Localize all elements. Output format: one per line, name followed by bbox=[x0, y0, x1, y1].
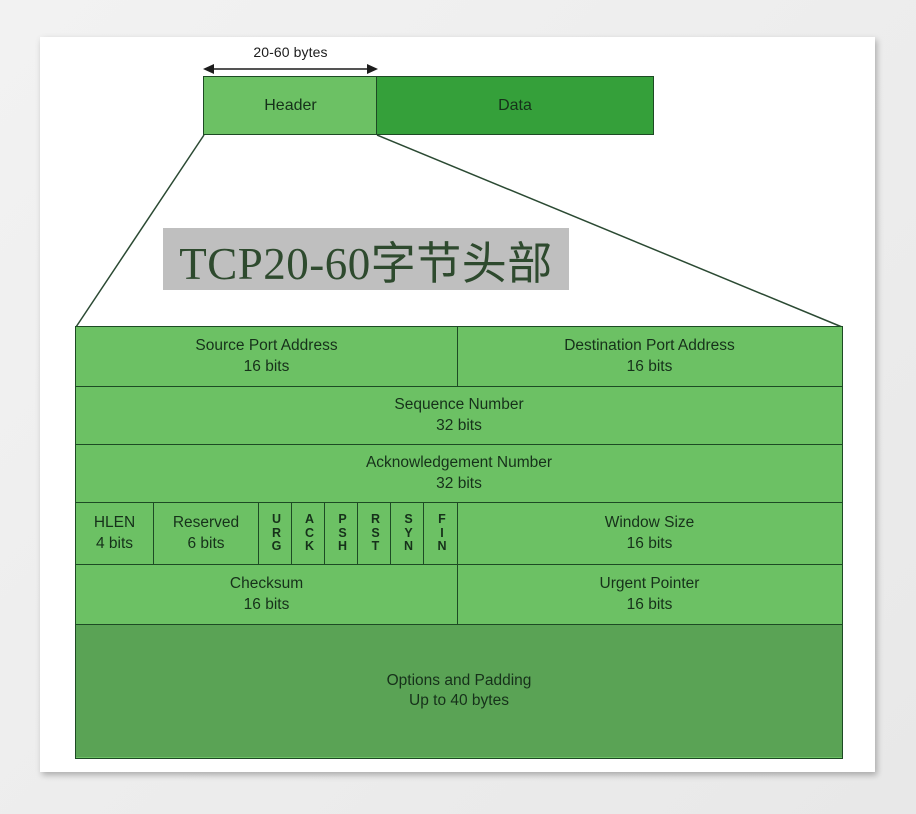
page-title: TCP20-60字节头部 bbox=[179, 238, 553, 289]
table-row-flags: HLEN 4 bits Reserved 6 bits U R G A C K … bbox=[76, 503, 842, 565]
table-row-sequence: Sequence Number 32 bits bbox=[76, 387, 842, 445]
window-size-bits: 16 bits bbox=[626, 534, 673, 552]
cell-window-size: Window Size 16 bits bbox=[458, 503, 841, 564]
data-segment-label: Data bbox=[498, 96, 532, 114]
dimension-annotation: 20-60 bytes bbox=[203, 44, 378, 78]
cell-flag-syn: S Y N bbox=[391, 503, 424, 564]
flag-rst-letter-3: T bbox=[371, 539, 380, 554]
header-segment-box: Header bbox=[203, 76, 378, 135]
flag-psh-letter-2: S bbox=[338, 525, 347, 540]
cell-source-port: Source Port Address 16 bits bbox=[76, 327, 458, 386]
dimension-label: 20-60 bytes bbox=[253, 44, 328, 60]
flag-ack-letter-1: A bbox=[304, 512, 315, 527]
options-size: Up to 40 bytes bbox=[409, 692, 509, 709]
cell-destination-port: Destination Port Address 16 bits bbox=[458, 327, 841, 386]
cell-flag-urg: U R G bbox=[259, 503, 292, 564]
flag-urg-letter-1: U bbox=[271, 512, 282, 527]
source-port-title: Source Port Address bbox=[195, 337, 338, 355]
hlen-title: HLEN bbox=[93, 514, 136, 532]
source-port-bits: 16 bits bbox=[243, 357, 290, 375]
cell-checksum: Checksum 16 bits bbox=[76, 565, 458, 624]
flag-fin-letter-3: N bbox=[437, 539, 447, 554]
double-arrow-icon bbox=[203, 64, 378, 74]
reserved-title: Reserved bbox=[172, 514, 240, 532]
header-segment-label: Header bbox=[264, 96, 317, 114]
flag-ack-letter-2: C bbox=[304, 525, 315, 540]
flag-syn-letter-1: S bbox=[404, 512, 413, 527]
flag-fin-letter-2: I bbox=[440, 525, 444, 540]
table-row-ports: Source Port Address 16 bits Destination … bbox=[76, 327, 842, 387]
sequence-number-title: Sequence Number bbox=[394, 396, 524, 414]
flag-syn-letter-2: Y bbox=[404, 525, 413, 540]
table-row-acknowledgement: Acknowledgement Number 32 bits bbox=[76, 445, 842, 503]
cell-urgent-pointer: Urgent Pointer 16 bits bbox=[458, 565, 841, 624]
acknowledgement-number-bits: 32 bits bbox=[436, 474, 482, 492]
flag-urg-letter-2: R bbox=[271, 525, 282, 540]
checksum-bits: 16 bits bbox=[243, 595, 290, 613]
data-segment-box: Data bbox=[376, 76, 654, 135]
cell-hlen: HLEN 4 bits bbox=[76, 503, 154, 564]
hlen-bits: 4 bits bbox=[95, 534, 134, 552]
table-row-checksum: Checksum 16 bits Urgent Pointer 16 bits bbox=[76, 565, 842, 625]
cell-flag-ack: A C K bbox=[292, 503, 325, 564]
urgent-pointer-title: Urgent Pointer bbox=[599, 575, 700, 593]
cell-acknowledgement-number: Acknowledgement Number 32 bits bbox=[76, 445, 842, 502]
checksum-title: Checksum bbox=[229, 575, 304, 593]
flag-fin-letter-1: F bbox=[438, 512, 446, 527]
title-plate: TCP20-60字节头部 bbox=[163, 228, 569, 290]
sequence-number-bits: 32 bits bbox=[436, 416, 482, 434]
cell-flag-rst: R S T bbox=[358, 503, 391, 564]
urgent-pointer-bits: 16 bits bbox=[626, 595, 673, 613]
destination-port-bits: 16 bits bbox=[626, 357, 673, 375]
cell-sequence-number: Sequence Number 32 bits bbox=[76, 387, 842, 444]
flag-ack-letter-3: K bbox=[304, 539, 315, 554]
window-size-title: Window Size bbox=[604, 514, 695, 532]
flag-psh-letter-1: P bbox=[338, 512, 347, 527]
options-title: Options and Padding bbox=[386, 671, 532, 689]
cell-options-and-padding: Options and Padding Up to 40 bytes bbox=[76, 625, 842, 757]
cell-flag-psh: P S H bbox=[325, 503, 358, 564]
destination-port-title: Destination Port Address bbox=[564, 337, 735, 355]
flag-syn-letter-3: N bbox=[403, 539, 414, 554]
cell-flag-fin: F I N bbox=[424, 503, 458, 564]
flag-urg-letter-3: G bbox=[271, 539, 282, 554]
flag-psh-letter-3: H bbox=[337, 539, 348, 554]
acknowledgement-number-title: Acknowledgement Number bbox=[365, 454, 553, 472]
tcp-header-table: Source Port Address 16 bits Destination … bbox=[75, 326, 843, 759]
flag-rst-letter-2: S bbox=[371, 525, 380, 540]
cell-reserved: Reserved 6 bits bbox=[154, 503, 259, 564]
flag-rst-letter-1: R bbox=[370, 512, 381, 527]
reserved-bits: 6 bits bbox=[187, 534, 225, 552]
table-row-options: Options and Padding Up to 40 bytes bbox=[76, 625, 842, 757]
